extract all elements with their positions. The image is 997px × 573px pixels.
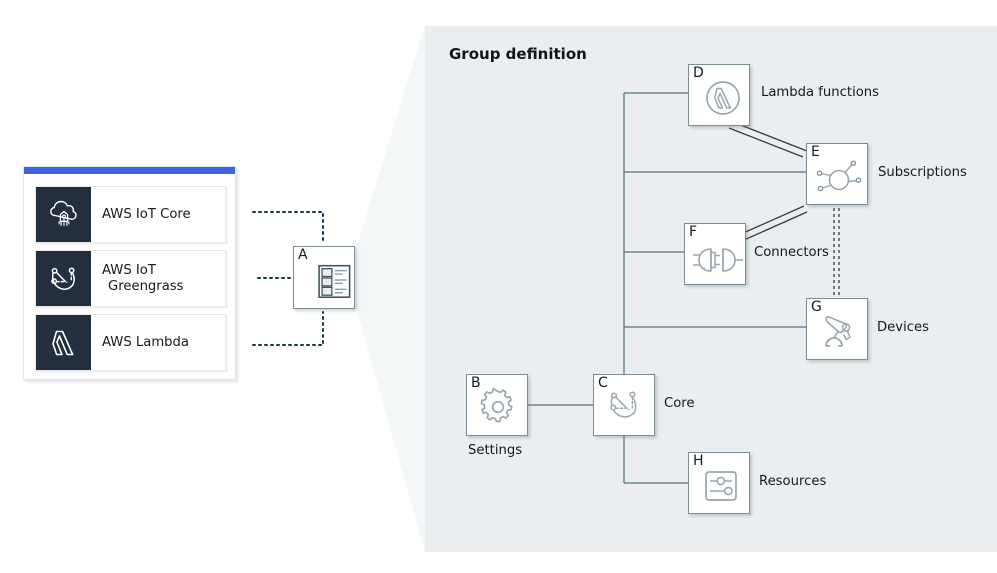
node-letter: H [693, 453, 704, 469]
node-letter: G [811, 299, 822, 315]
node-b-label: Settings [468, 443, 523, 458]
greengrass-icon [36, 251, 91, 306]
gear-icon [480, 387, 513, 423]
zoom-wedge [356, 26, 425, 552]
iot-core-cloud-icon [36, 187, 91, 242]
sliders-icon [705, 471, 737, 501]
robot-arm-icon [825, 316, 851, 347]
greengrass-core-icon [610, 391, 637, 418]
node-h-label: Resources [759, 474, 827, 489]
node-e-subscriptions[interactable]: E [806, 143, 868, 205]
node-d-label: Lambda functions [761, 85, 880, 100]
node-b-settings[interactable]: B [466, 374, 528, 436]
node-letter: F [689, 224, 698, 240]
service-card-iot-core[interactable]: AWS IoT Core [35, 186, 226, 243]
node-h-resources[interactable]: H [688, 452, 750, 514]
services-panel: AWS IoT Core AWS IoT Greengrass [23, 166, 236, 380]
node-g-devices[interactable]: G [806, 298, 868, 360]
services-panel-accent-bar [24, 167, 235, 174]
node-letter: D [693, 65, 704, 81]
node-a-group[interactable]: A [293, 246, 355, 309]
group-list-icon [318, 264, 351, 298]
node-g-label: Devices [877, 320, 929, 335]
service-label-line2: Greengrass [108, 278, 184, 294]
node-letter: E [811, 144, 820, 160]
lambda-circle-icon [706, 81, 740, 115]
node-f-label: Connectors [754, 245, 829, 260]
service-label-line1: AWS IoT [102, 262, 156, 278]
node-letter: C [598, 375, 608, 391]
service-card-greengrass[interactable]: AWS IoT Greengrass [35, 250, 226, 307]
group-definition-title: Group definition [449, 45, 587, 63]
lambda-icon [36, 315, 91, 370]
subscriptions-hub-icon [816, 160, 862, 192]
node-c-label: Core [664, 396, 695, 411]
node-c-core[interactable]: C [593, 374, 655, 436]
node-d-lambda-functions[interactable]: D [688, 64, 750, 126]
node-letter: A [298, 247, 308, 263]
service-label: AWS Lambda [102, 334, 189, 350]
service-card-lambda[interactable]: AWS Lambda [35, 314, 226, 371]
service-label: AWS IoT Greengrass [91, 263, 184, 294]
service-label: AWS IoT Core [102, 206, 191, 222]
node-letter: B [471, 375, 481, 391]
node-e-label: Subscriptions [878, 165, 967, 180]
node-f-connectors[interactable]: F [684, 223, 746, 285]
plug-connector-icon [693, 248, 743, 272]
